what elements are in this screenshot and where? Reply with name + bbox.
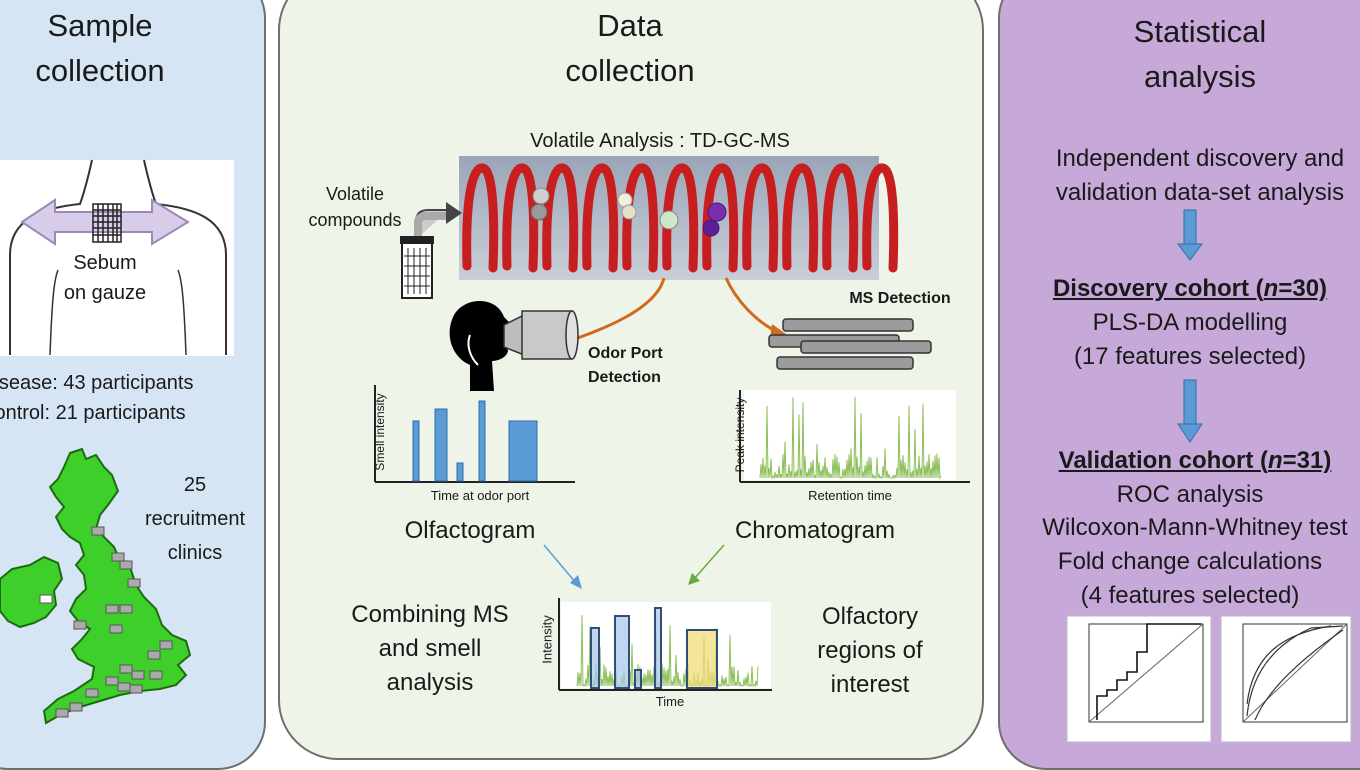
head-silhouette-icon: [449, 301, 579, 391]
wilcoxon-label: Wilcoxon-Mann-Whitney test: [1042, 514, 1348, 541]
features-17-label: (17 features selected): [1073, 343, 1307, 370]
olfactogram-bar: [456, 462, 464, 482]
olfactogram-chart: [374, 385, 575, 483]
gauze-grid-icon: [92, 203, 122, 243]
helix-coil: [462, 163, 499, 273]
olfactogram-bar: [508, 420, 538, 482]
roc-ci-plot-thumbnail: [1220, 615, 1352, 743]
fold-change-label: Fold change calculations: [1057, 548, 1323, 575]
validation-cohort-heading: Validation cohort (n=31): [1058, 447, 1332, 474]
olfactogram-bar: [412, 420, 420, 482]
combined-bar: [654, 607, 662, 689]
combined-bar: [614, 615, 630, 689]
helix-coil: [502, 163, 539, 273]
helix-coil: [582, 163, 619, 273]
gc-column-helix: [459, 156, 899, 280]
olfactogram-bar: [434, 408, 448, 482]
combined-x-label: Time: [655, 694, 685, 709]
olfactogram-title: Olfactogram: [404, 517, 536, 544]
molecule-icons: [530, 187, 727, 237]
helix-coil: [822, 163, 859, 273]
features-4-label: (4 features selected): [1080, 582, 1300, 609]
helix-coil: [862, 163, 899, 273]
clinic-marker-icons: [39, 526, 173, 718]
roc-step-plot-thumbnail: [1066, 615, 1212, 743]
uk-map: [0, 447, 192, 725]
combined-bar: [590, 627, 600, 689]
combined-y-label: Intensity: [539, 615, 555, 664]
ms-detection-label: MS Detection: [849, 290, 951, 307]
discovery-cohort-heading: Discovery cohort (n=30): [1052, 275, 1328, 302]
chromatogram-y-label: Peak intensity: [733, 397, 747, 473]
helix-coil: [542, 163, 579, 273]
clinics-label: 25 recruitment clinics: [144, 474, 246, 564]
combined-bar: [634, 669, 642, 689]
sample-tube-icon: [400, 202, 462, 299]
roc-label: ROC analysis: [1116, 481, 1264, 508]
combined-chart: [558, 598, 772, 691]
olfactogram-y-label: Smell intensity: [373, 393, 387, 471]
olfactogram-x-label: Time at odor port: [430, 488, 530, 503]
down-arrow-icon: [1177, 209, 1203, 261]
tdgcms-label: Volatile Analysis : TD-GC-MS: [530, 130, 790, 152]
disease-count: Disease: 43 participants: [0, 372, 194, 394]
converge-arrows: [543, 544, 725, 589]
control-count: Control: 21 participants: [0, 402, 186, 424]
helix-coil: [782, 163, 819, 273]
chromatogram-x-label: Retention time: [808, 488, 892, 503]
odor-port-cone-icon: [503, 310, 579, 360]
helix-coil: [742, 163, 779, 273]
torso-illustration: [0, 159, 234, 356]
olfactogram-bar: [478, 400, 486, 482]
chromatogram-title: Chromatogram: [734, 517, 896, 544]
ms-detector-rods: [768, 318, 932, 370]
down-arrow-icon-2: [1177, 379, 1203, 443]
plsda-label: PLS-DA modelling: [1092, 309, 1288, 336]
chromatogram-chart: [739, 390, 970, 483]
